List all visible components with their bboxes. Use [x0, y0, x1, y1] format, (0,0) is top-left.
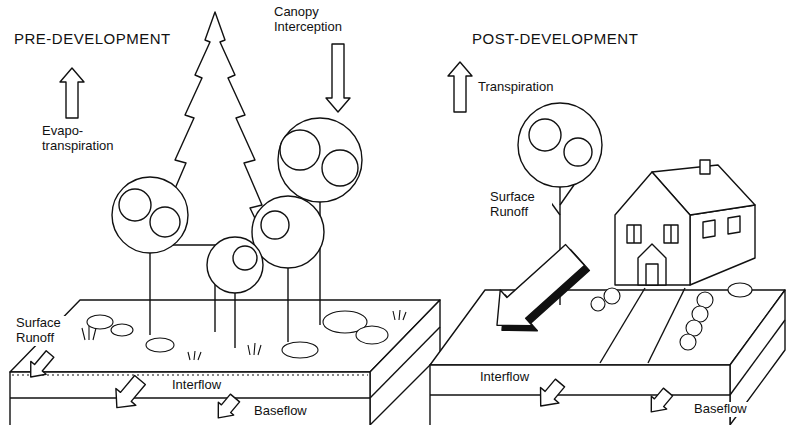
hedge [591, 283, 752, 350]
house [646, 264, 658, 285]
house [700, 160, 710, 174]
house [670, 225, 671, 243]
interflow-arrow [532, 375, 570, 413]
process-label: Baseflow [252, 404, 309, 419]
house [664, 225, 678, 243]
deciduous-tree [261, 211, 289, 239]
deciduous-tree [564, 138, 592, 166]
deciduous-tree [278, 118, 362, 202]
process-label: Canopy Interception [272, 5, 356, 35]
ground-detail [356, 326, 388, 344]
deciduous-tree [112, 177, 188, 335]
hedge [604, 288, 620, 304]
deciduous-tree [207, 237, 263, 348]
transpiration-arrow [448, 62, 472, 112]
driveway [648, 288, 685, 363]
baseflow-arrow [644, 386, 676, 419]
house [690, 205, 755, 285]
house [627, 225, 641, 243]
deciduous-tree [112, 177, 188, 253]
baseflow-arrow [211, 392, 243, 425]
hedge [591, 297, 605, 311]
deciduous-tree [518, 103, 602, 187]
surface-runoff-arrow [481, 237, 591, 343]
ground-detail [111, 324, 133, 336]
process-label: Interflow [170, 378, 223, 393]
hedge [728, 283, 752, 297]
surface-runoff-arrow [23, 348, 58, 384]
surface-runoff-arrow [481, 237, 596, 348]
soil-slab [10, 300, 440, 372]
interflow-arrow [532, 375, 570, 413]
deciduous-tree [287, 262, 288, 342]
hedge [680, 334, 696, 350]
deciduous-tree [322, 150, 358, 186]
deciduous-tree [234, 285, 235, 348]
interflow-arrow [107, 372, 150, 416]
driveway [600, 288, 645, 363]
soil-slab [12, 375, 368, 376]
house [728, 216, 740, 234]
canopy-interception-arrow [326, 44, 350, 112]
conifer-tree [162, 12, 268, 332]
deciduous-tree [252, 196, 324, 268]
surface-runoff-arrow [481, 237, 591, 343]
transpiration-arrow [448, 62, 472, 112]
deciduous-tree [150, 207, 180, 237]
interflow-arrow [107, 372, 150, 416]
driveway [600, 288, 685, 363]
process-label: Transpiration [476, 80, 555, 95]
house [703, 220, 715, 238]
house [615, 172, 690, 285]
deciduous-tree [233, 246, 257, 270]
soil-slab [430, 365, 730, 425]
process-label: Evapo- transpiration [40, 124, 128, 154]
soil-slab [730, 320, 785, 395]
house [638, 244, 666, 285]
baseflow-arrow [211, 392, 243, 425]
deciduous-tree [529, 119, 561, 151]
surface-runoff-arrow [23, 348, 58, 384]
soil-slab [10, 397, 370, 398]
house [615, 160, 755, 285]
process-label: Interflow [478, 370, 531, 385]
process-label: Surface Runoff [488, 190, 552, 220]
soil-slab [430, 394, 730, 395]
ground-detail [146, 338, 174, 352]
evapotranspiration-arrow [60, 68, 84, 118]
ground-detail [82, 310, 406, 360]
panel-heading: POST-DEVELOPMENT [470, 30, 640, 47]
process-label: Baseflow [692, 402, 749, 417]
evapotranspiration-arrow [60, 68, 84, 118]
ground-detail [82, 326, 261, 355]
deciduous-tree [207, 237, 263, 293]
deciduous-tree [119, 189, 151, 221]
soil-slab [10, 300, 440, 425]
baseflow-arrow [644, 386, 676, 419]
ground-detail [282, 342, 318, 358]
panel-heading: PRE-DEVELOPMENT [12, 30, 173, 47]
soil-slab [430, 290, 785, 425]
deciduous-tree [280, 130, 320, 170]
house [633, 225, 634, 243]
canopy-interception-arrow [326, 44, 350, 112]
ground-detail [188, 310, 406, 360]
soil-slab [10, 372, 370, 425]
deciduous-tree [149, 245, 150, 335]
ground-detail [87, 315, 113, 329]
process-label: Surface Runoff [14, 316, 78, 346]
